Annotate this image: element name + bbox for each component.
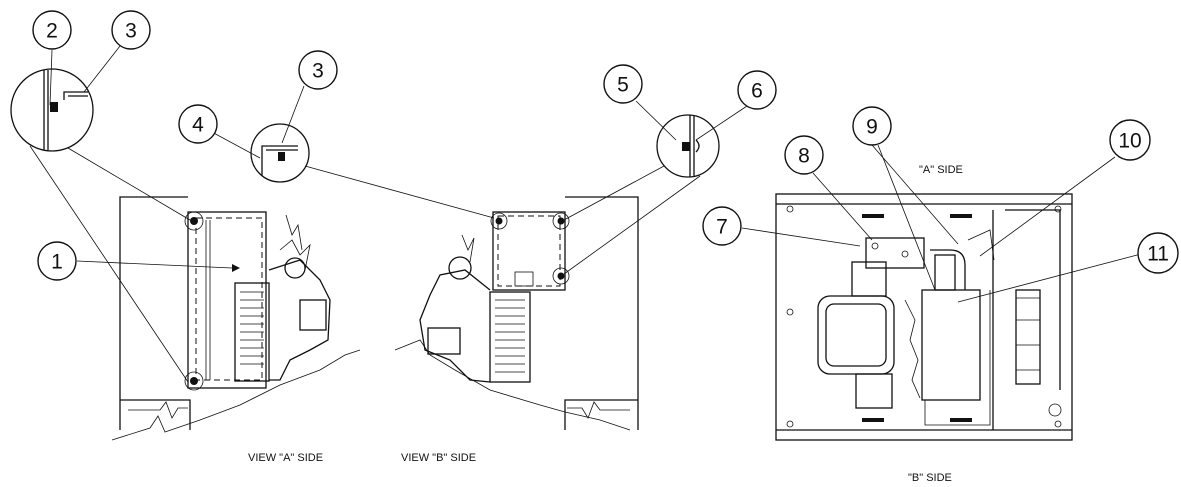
svg-text:5: 5 bbox=[617, 74, 629, 97]
caption-top-b-side: "B" SIDE bbox=[908, 472, 952, 484]
svg-text:6: 6 bbox=[751, 80, 763, 103]
svg-text:2: 2 bbox=[46, 20, 58, 43]
top-view-drawing bbox=[775, 193, 1073, 441]
caption-top-a-side: "A" SIDE bbox=[919, 164, 963, 176]
detail-circle-middle-left bbox=[250, 123, 495, 219]
callout-10: 10 bbox=[1109, 119, 1151, 161]
leader-lines bbox=[49, 45, 1142, 303]
callout-8: 8 bbox=[784, 135, 824, 175]
callout-3-left: 3 bbox=[111, 10, 151, 50]
caption-view-a-side: VIEW "A" SIDE bbox=[248, 452, 323, 464]
svg-text:8: 8 bbox=[798, 145, 810, 168]
svg-text:9: 9 bbox=[866, 116, 878, 139]
svg-text:3: 3 bbox=[312, 60, 324, 83]
detail-circle-right bbox=[563, 114, 720, 275]
callout-1: 1 bbox=[37, 241, 77, 281]
callout-6: 6 bbox=[737, 70, 777, 110]
callout-7: 7 bbox=[702, 206, 742, 246]
svg-text:1: 1 bbox=[51, 251, 63, 274]
callout-5: 5 bbox=[603, 64, 643, 104]
svg-text:4: 4 bbox=[192, 114, 204, 137]
svg-text:10: 10 bbox=[1118, 130, 1141, 153]
svg-text:11: 11 bbox=[1147, 243, 1169, 266]
callout-3-middle: 3 bbox=[298, 50, 338, 90]
callout-9: 9 bbox=[852, 106, 892, 146]
callout-2: 2 bbox=[32, 10, 72, 50]
callout-4: 4 bbox=[178, 104, 218, 144]
view-b-side-drawing bbox=[394, 196, 639, 431]
callout-11: 11 bbox=[1137, 232, 1179, 274]
caption-view-b-side: VIEW "B" SIDE bbox=[401, 452, 476, 464]
detail-circle-left bbox=[10, 68, 191, 383]
svg-text:3: 3 bbox=[125, 20, 137, 43]
svg-text:7: 7 bbox=[716, 216, 728, 239]
view-a-side-drawing bbox=[111, 196, 361, 441]
